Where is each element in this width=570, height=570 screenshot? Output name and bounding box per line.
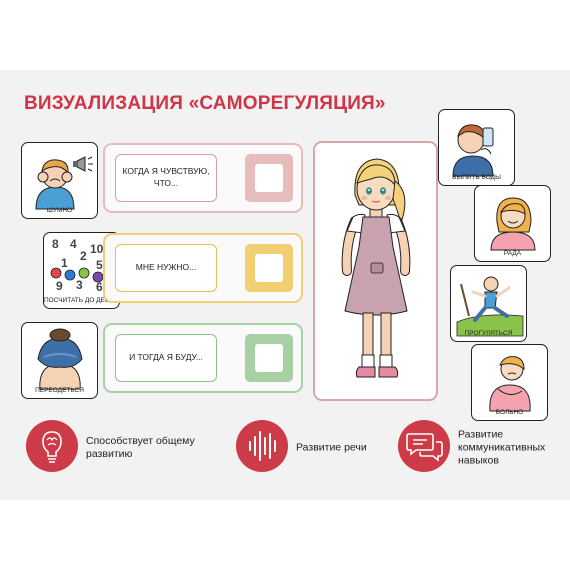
drop-slot-then[interactable]: [245, 334, 293, 382]
card-label: ШУМНО: [46, 207, 73, 214]
phrase-box: МНЕ НУЖНО...: [115, 244, 217, 292]
child-figure-card: [313, 141, 438, 401]
number-5: 5: [96, 258, 103, 272]
hurt-icon: [489, 356, 531, 412]
feature-circle: [236, 420, 288, 472]
drop-slot-need[interactable]: [245, 244, 293, 292]
card-hurt[interactable]: БОЛЬНО: [471, 344, 548, 421]
drink-water-icon: [452, 124, 494, 177]
page-title: ВИЗУАЛИЗАЦИЯ «САМОРЕГУЛЯЦИЯ»: [24, 93, 386, 114]
number-3: 3: [76, 278, 83, 292]
change-clothes-icon: [37, 328, 83, 390]
card-label: ПОСЧИТАТЬ ДО ДЕСЯТИ: [44, 297, 120, 304]
card-label: БОЛЬНО: [495, 409, 524, 416]
card-label: РАДА: [503, 250, 522, 257]
feature-general-development: Способствует общему развитию: [26, 420, 226, 476]
card-happy[interactable]: РАДА: [474, 185, 551, 262]
drop-slot-feel[interactable]: [245, 154, 293, 202]
chat-bubbles-icon: [406, 433, 443, 462]
walk-icon: [456, 276, 524, 337]
phrase-box: И ТОГДА Я БУДУ...: [115, 334, 217, 382]
feature-circle: [398, 420, 450, 472]
card-change-clothes[interactable]: ПЕРЕОДЕТЬСЯ: [21, 322, 98, 399]
happy-girl-icon: [490, 197, 536, 251]
phrase-row-then: И ТОГДА Я БУДУ...: [103, 323, 303, 393]
card-drink-water[interactable]: ВЫПИТЬ ВОДЫ: [438, 109, 515, 186]
feature-circle: [26, 420, 78, 472]
phrase-row-feel: КОГДА Я ЧУВСТВУЮ, ЧТО...: [103, 143, 303, 213]
number-4: 4: [70, 237, 77, 251]
noisy-child-icon: [35, 156, 93, 210]
sound-wave-icon: [249, 431, 276, 461]
number-9: 9: [56, 279, 63, 293]
number-8: 8: [52, 237, 59, 251]
feature-text: Развитие коммуникативных навыков: [458, 428, 546, 467]
feature-text: Способствует общему развитию: [86, 434, 195, 460]
feature-communication-skills: Развитие коммуникативных навыков: [398, 420, 558, 476]
brain-bulb-icon: [42, 431, 62, 463]
feature-speech-development: Развитие речи: [236, 420, 386, 476]
number-1: 1: [61, 256, 68, 270]
card-label: ВЫПИТЬ ВОДЫ: [452, 174, 501, 181]
card-label: ПРОГУЛЯТЬСЯ: [464, 330, 513, 337]
card-label: ПЕРЕОДЕТЬСЯ: [35, 387, 84, 394]
number-6: 6: [96, 280, 103, 294]
girl-figure-icon: [341, 158, 411, 378]
phrase-row-need: МНЕ НУЖНО...: [103, 233, 303, 303]
number-2: 2: [80, 249, 87, 263]
number-10: 10: [90, 242, 104, 256]
phrase-box: КОГДА Я ЧУВСТВУЮ, ЧТО...: [115, 154, 217, 202]
card-walk[interactable]: ПРОГУЛЯТЬСЯ: [450, 265, 527, 342]
feature-text: Развитие речи: [296, 441, 367, 454]
card-noisy[interactable]: ШУМНО: [21, 142, 98, 219]
